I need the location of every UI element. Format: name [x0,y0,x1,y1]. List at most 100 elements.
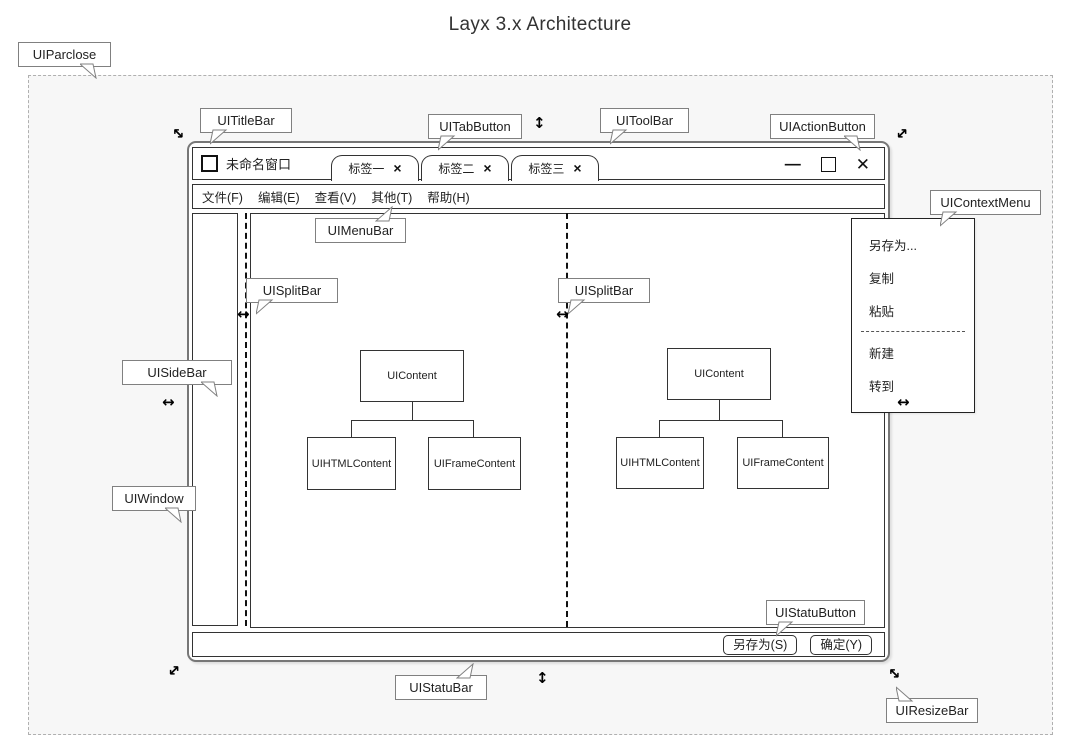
callout-splitbar-left: UISplitBar [246,278,338,315]
tab-close-icon[interactable]: × [573,160,582,176]
callout-tail [80,63,97,79]
tab-close-icon[interactable]: × [483,160,492,176]
htmlcontent-box: UIHTMLContent [616,437,704,489]
callout-sidebar: UISideBar [122,360,232,397]
menu-item-help[interactable]: 帮助(H) [427,191,470,205]
tab-button-1[interactable]: 标签一 × [331,154,419,181]
tree-connector [473,420,474,437]
htmlcontent-box-label: UIHTMLContent [620,457,700,469]
callout-text: UITabButton [439,119,511,134]
title-bar[interactable]: 未命名窗口 标签一 × 标签二 × 标签三 × — ✕ [192,147,885,181]
tab-label: 标签一 [348,161,385,176]
callout-tail [375,206,393,222]
minimize-button[interactable]: — [784,155,801,173]
split-bar-right[interactable] [566,213,568,627]
callout-tail [201,381,218,397]
window-icon [201,155,218,172]
callout-tail [610,129,628,145]
status-button-saveas[interactable]: 另存为(S) [723,634,798,655]
side-bar[interactable] [192,213,238,626]
callout-text: UISplitBar [574,283,634,298]
callout-text: UIActionButton [779,119,866,134]
content-box-label: UIContent [694,368,744,380]
content-box-label: UIContent [387,370,437,382]
tab-button-2[interactable]: 标签二 × [421,154,509,181]
page-title: Layx 3.x Architecture [448,14,632,35]
callout-menubar: UIMenuBar [315,206,406,243]
callout-resizebar: UIResizeBar [886,686,978,723]
menu-bar: 文件(F) 编辑(E) 查看(V) 其他(T) 帮助(H) [192,184,885,209]
callout-text: UITitleBar [217,113,275,128]
callout-text: UISplitBar [262,283,322,298]
callout-tail [844,135,861,151]
callout-tail [776,621,794,637]
callout-text: UIContextMenu [940,195,1031,210]
tab-label: 标签三 [528,161,565,176]
tree-connector [351,420,352,437]
framecontent-box: UIFrameContent [737,437,829,489]
tree-connector [719,400,720,420]
callout-tabbutton: UITabButton [428,114,522,151]
htmlcontent-box: UIHTMLContent [307,437,396,490]
context-menu-item-new[interactable]: 新建 [869,347,895,361]
callout-text: UIParclose [32,47,97,62]
resize-horizontal-icon[interactable]: ↔ [162,393,175,411]
callout-toolbar: UIToolBar [600,108,689,145]
callout-text: UISideBar [147,365,207,380]
context-menu: 另存为... 复制 粘贴 新建 转到 [851,218,975,413]
menu-item-edit[interactable]: 编辑(E) [257,191,300,205]
callout-text: UIToolBar [615,113,674,128]
menu-item-other[interactable]: 其他(T) [371,191,413,205]
close-button[interactable]: ✕ [855,155,870,174]
context-menu-item-saveas[interactable]: 另存为... [869,239,917,253]
menu-item-view[interactable]: 查看(V) [314,191,357,205]
splitbar-drag-icon[interactable]: ↔ [556,305,569,323]
callout-contextmenu: UIContextMenu [930,190,1041,227]
callout-statubutton: UIStatuButton [766,600,865,637]
callout-parclose: UIParclose [18,42,111,79]
resize-horizontal-icon[interactable]: ↔ [897,393,910,411]
action-buttons: — ✕ [785,148,870,181]
tree-connector [659,420,660,437]
callout-tail [456,663,474,679]
framecontent-box: UIFrameContent [428,437,521,490]
menu-item-file[interactable]: 文件(F) [202,191,243,205]
callout-text: UIWindow [124,491,184,506]
tree-connector [351,420,474,421]
callout-text: UIResizeBar [895,703,969,718]
context-menu-item-paste[interactable]: 粘贴 [869,305,895,319]
tab-label: 标签二 [438,161,475,176]
tree-connector [659,420,783,421]
context-menu-item-copy[interactable]: 复制 [869,272,895,286]
htmlcontent-box-label: UIHTMLContent [311,457,392,470]
tree-connector [782,420,783,437]
tab-close-icon[interactable]: × [393,160,402,176]
split-bar-left[interactable] [245,213,247,626]
status-bar: 另存为(S) 确定(Y) [192,632,885,657]
callout-tail [256,299,274,315]
content-box: UIContent [360,350,464,402]
callout-text: UIMenuBar [327,223,394,238]
resize-vertical-icon[interactable]: ↕ [533,114,546,132]
window: 未命名窗口 标签一 × 标签二 × 标签三 × — ✕ [187,141,890,662]
tab-button-3[interactable]: 标签三 × [511,154,599,181]
status-button-ok[interactable]: 确定(Y) [810,634,872,655]
maximize-button[interactable] [820,157,836,172]
callout-window: UIWindow [112,486,196,523]
callout-statubar: UIStatuBar [395,663,487,700]
splitbar-drag-icon[interactable]: ↔ [237,305,250,323]
callout-tail [940,211,958,227]
context-menu-divider [861,331,965,332]
callout-actionbutton: UIActionButton [770,114,875,151]
callout-tail [210,129,228,145]
framecontent-box-label: UIFrameContent [433,457,516,470]
window-title: 未命名窗口 [226,157,292,172]
callout-splitbar-right: UISplitBar [558,278,650,315]
callout-text: UIStatuButton [775,605,856,620]
framecontent-box-label: UIFrameContent [742,457,824,469]
callout-tail [165,507,182,523]
tree-connector [412,402,413,420]
resize-vertical-icon[interactable]: ↕ [536,669,549,687]
context-menu-item-goto[interactable]: 转到 [869,380,895,394]
content-box: UIContent [667,348,771,400]
